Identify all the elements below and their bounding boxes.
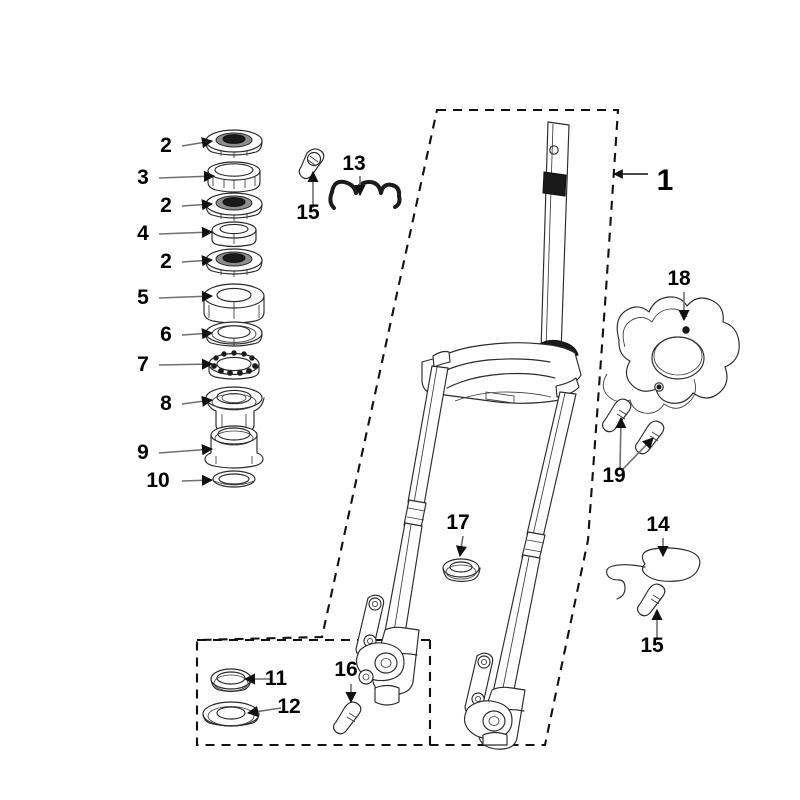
part-hex-bolt-lower <box>636 583 666 617</box>
fork-leg-right <box>463 391 577 750</box>
part-brake-anchor-plate <box>602 296 740 414</box>
leader-line-bearing-race-cup-middle <box>181 199 214 211</box>
callout-number-2-bearing-race-cup-lower[interactable]: 2 <box>160 250 172 273</box>
callout-number-19-plate-mounting-screws[interactable]: 19 <box>602 464 625 487</box>
part-spring-clip <box>606 547 701 600</box>
race-cup-lower-texture <box>224 255 244 261</box>
callout-number-7-ball-bearing-cage[interactable]: 7 <box>137 353 149 376</box>
callout-leader-group <box>158 137 690 718</box>
leader-line-bearing-race-cup-upper <box>181 137 214 149</box>
callout-number-5-bearing-cup-outer[interactable]: 5 <box>137 286 149 309</box>
part-retaining-ring <box>212 470 256 488</box>
callout-number-4-spacer-ring[interactable]: 4 <box>137 222 149 245</box>
callout-number-18-brake-anchor-plate[interactable]: 18 <box>667 267 691 290</box>
leader-line-fork-oil-seal <box>455 535 468 558</box>
leader-line-bearing-cup-outer <box>158 290 214 302</box>
callout-number-12-flat-washer[interactable]: 12 <box>277 695 300 718</box>
leader-line-ball-bearing-cage <box>158 358 214 370</box>
part-bearing-race-cup-lower <box>205 248 263 277</box>
callout-number-3-bearing-cage-ring[interactable]: 3 <box>137 166 149 189</box>
part-bearing-race-cup-upper <box>205 129 263 158</box>
callout-number-2-bearing-race-cup-upper[interactable]: 2 <box>160 134 172 157</box>
headset-bearing-stack <box>203 129 265 488</box>
ball-bearing-balls <box>211 350 258 376</box>
callout-number-11-oil-seal-ring[interactable]: 11 <box>265 667 288 690</box>
leader-line-spacer-ring <box>158 226 214 238</box>
callout-number-10-retaining-ring[interactable]: 10 <box>146 469 169 492</box>
race-cup-middle-texture <box>224 199 244 205</box>
race-cup-upper-texture <box>224 136 244 142</box>
leader-line-dust-seal-washer <box>181 328 214 340</box>
leader-line-steering-cone-lower <box>158 444 214 456</box>
leader-line-bearing-race-cup-lower <box>181 255 214 267</box>
front-fork-assembly <box>355 121 582 750</box>
leader-line-plate-mounting-screws-2nd-leader <box>621 437 654 471</box>
callout-number-16-hex-bolt-fork-clamp[interactable]: 16 <box>334 658 357 681</box>
callout-number-2-bearing-race-cup-middle[interactable]: 2 <box>160 194 172 217</box>
part-spacer-ring <box>211 221 257 248</box>
part-dust-seal-washer <box>205 321 263 347</box>
leader-line-plate-mounting-screws <box>615 416 627 471</box>
leader-line-retaining-ring <box>181 474 214 486</box>
part-oil-seal-ring <box>210 668 252 693</box>
part-wire-retaining-clip <box>328 179 402 210</box>
leader-line-steering-cone-upper <box>181 395 214 407</box>
leader-line-bearing-cage-ring <box>158 170 216 182</box>
part-bearing-cage-ring <box>207 161 261 193</box>
part-bearing-race-cup-middle <box>205 192 263 221</box>
callout-number-8-steering-cone-upper[interactable]: 8 <box>160 392 172 415</box>
callout-number-6-dust-seal-washer[interactable]: 6 <box>160 323 172 346</box>
part-flat-washer <box>202 701 260 727</box>
callout-number-1-front-fork-assembly[interactable]: 1 <box>657 164 674 197</box>
part-fork-oil-seal <box>442 558 481 583</box>
callout-number-14-spring-clip[interactable]: 14 <box>646 513 670 536</box>
callout-number-15-hex-bolt-lower[interactable]: 15 <box>640 634 664 657</box>
leader-line-flat-washer <box>246 705 282 718</box>
callout-number-17-fork-oil-seal[interactable]: 17 <box>446 511 469 534</box>
callout-number-15-hex-bolt-upper[interactable]: 15 <box>296 201 320 224</box>
part-steering-cone-lower <box>204 425 264 469</box>
fork-leg-left <box>355 365 449 706</box>
callout-number-9-steering-cone-lower[interactable]: 9 <box>137 441 149 464</box>
fork-crown-triple-clamp <box>421 342 582 404</box>
callout-number-13-wire-retaining-clip[interactable]: 13 <box>342 152 365 175</box>
